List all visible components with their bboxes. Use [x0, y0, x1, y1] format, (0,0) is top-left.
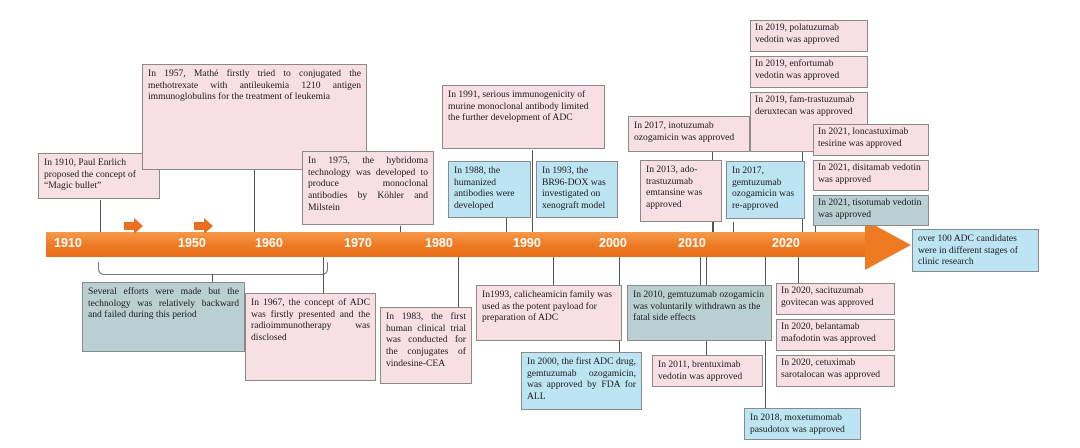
- connector-line: [506, 218, 507, 232]
- connector-line: [553, 257, 554, 285]
- event-2021c: In 2021, tisotumab vedotin was approved: [813, 195, 929, 226]
- event-early-efforts: Several efforts were made but the techno…: [82, 282, 245, 352]
- year-label-1950: 1950: [178, 236, 206, 250]
- period-bracket: [98, 262, 328, 275]
- event-1910: In 1910, Paul Enrlich proposed the conce…: [38, 153, 160, 199]
- connector-line: [212, 274, 213, 282]
- event-2020c: In 2020, cetuximab sarotalocan was appro…: [776, 355, 895, 387]
- connector-line: [323, 257, 324, 293]
- event-2020b: In 2020, belantamab mafodotin was approv…: [776, 319, 895, 351]
- year-label-1910: 1910: [54, 236, 82, 250]
- event-2021b: In 2021, disitamab vedotin was approved: [813, 160, 929, 191]
- event-1983: In 1983, the first human clinical trial …: [380, 307, 472, 384]
- event-2013: In 2013, ado-trastuzumab emtansine was a…: [640, 160, 722, 222]
- timeline-arrow-shaft: [46, 232, 866, 257]
- connector-line: [458, 257, 459, 307]
- connector-line: [765, 257, 766, 437]
- connector-line: [700, 257, 701, 285]
- event-2017a: In 2017, inotuzumab ozogamicin was appro…: [628, 116, 750, 152]
- timeline-arrow-head: [865, 220, 911, 270]
- year-label-2020: 2020: [772, 236, 800, 250]
- connector-line: [815, 226, 816, 232]
- event-2020a: In 2020, sacituzumab govitecan was appro…: [776, 283, 895, 315]
- year-label-1960: 1960: [255, 236, 283, 250]
- connector-line: [532, 150, 533, 232]
- event-future: over 100 ADC candidates were in differen…: [912, 229, 1039, 272]
- event-1967: In 1967, the concept of ADC was firstly …: [245, 293, 376, 381]
- event-1993a: In 1993, the BR96-DOX was investigated o…: [536, 161, 618, 218]
- year-label-2010: 2010: [678, 236, 706, 250]
- connector-line: [733, 222, 734, 232]
- event-2019b: In 2019, enfortumab vedotin was approved: [750, 56, 868, 88]
- event-1993b: In1993, calicheamicin family was used as…: [476, 285, 622, 341]
- event-2010: In 2010, gemtuzumab ozogamicin was volun…: [627, 285, 772, 341]
- connector-line: [400, 226, 401, 232]
- event-2021a: In 2021, loncastuximab tesirine was appr…: [813, 124, 929, 156]
- year-label-1990: 1990: [513, 236, 541, 250]
- year-label-1970: 1970: [344, 236, 372, 250]
- event-1988: In 1988, the humanized antibodies were d…: [448, 161, 531, 218]
- event-1975: In 1975, the hybridoma technology was de…: [302, 151, 434, 225]
- event-2011: In 2011, brentuximab vedotin was approve…: [652, 355, 763, 387]
- year-label-2000: 2000: [599, 236, 627, 250]
- connector-line: [254, 170, 255, 232]
- event-1991: In 1991, serious immunogenicity of murin…: [442, 85, 605, 149]
- event-2019a: In 2019, polatuzumab vedotin was approve…: [750, 20, 868, 52]
- year-label-1980: 1980: [425, 236, 453, 250]
- event-2000: In 2000, the first ADC drug, gemtuzumab …: [521, 352, 642, 410]
- event-2018: In 2018, moxetumomab pasudotox was appro…: [744, 408, 861, 440]
- connector-line: [100, 200, 101, 232]
- connector-line: [798, 257, 799, 283]
- event-2017b: In 2017, gemtuzumab ozogamicin was re-ap…: [726, 161, 805, 219]
